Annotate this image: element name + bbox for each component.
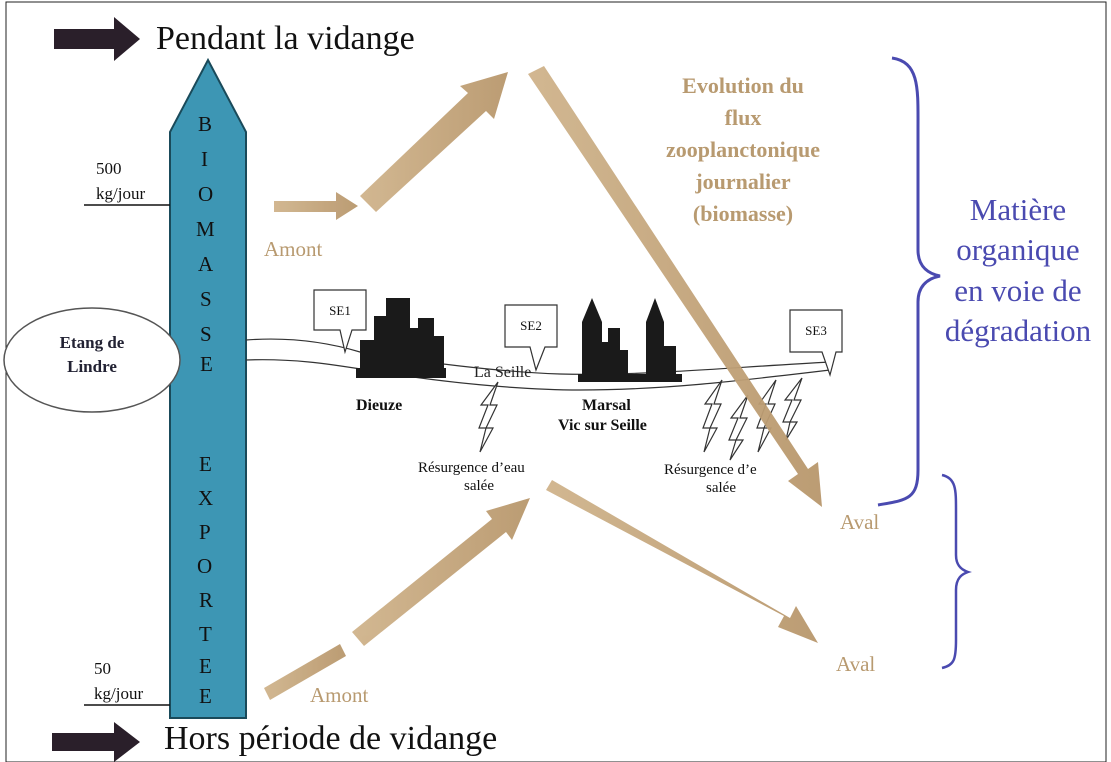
- town-vic-sur-seille: Vic sur Seille: [558, 417, 647, 434]
- column-letter: O: [198, 182, 214, 206]
- legend-label-during: Pendant la vidange: [156, 20, 415, 57]
- column-letter: S: [200, 287, 212, 311]
- frame-border: [5, 1, 1107, 762]
- column-letter: R: [199, 588, 214, 612]
- flow-label-aval-during: Aval: [840, 510, 880, 534]
- column-letter: T: [199, 622, 212, 646]
- diagram-title: Evolution du flux zooplanctonique journa…: [618, 70, 868, 229]
- resurgence-lightning-left-icon: [478, 381, 499, 453]
- column-letter: B: [198, 112, 213, 136]
- column-letter: X: [198, 486, 214, 510]
- column-letter: I: [201, 147, 208, 171]
- flux-arrow-outside-3: [546, 480, 818, 643]
- resurgence-right-line1: Résurgence d’e: [664, 462, 757, 478]
- column-letter: E: [199, 684, 212, 708]
- flow-label-amont-outside: Amont: [310, 683, 369, 707]
- pond-ellipse: [3, 307, 181, 413]
- column-letter: A: [198, 252, 214, 276]
- flux-path-during: [274, 66, 822, 507]
- title-line: journalier: [695, 168, 791, 194]
- flux-arrow-during-3: [528, 66, 822, 507]
- scale-value-low: 50: [94, 659, 111, 678]
- flux-arrow-outside-2: [352, 498, 530, 646]
- scale-unit-high: kg/jour: [96, 184, 146, 203]
- pond-label-line1: Etang de: [59, 333, 125, 352]
- scale-unit-low: kg/jour: [94, 684, 144, 703]
- flux-arrow-during-1: [274, 192, 358, 220]
- river-label: La Seille: [474, 364, 532, 381]
- resurgence-left-line1: Résurgence d’eau: [418, 460, 525, 476]
- river-bank-bottom: [245, 359, 831, 391]
- column-letter: E: [200, 352, 213, 376]
- resurgence-left-line2: salée: [464, 478, 494, 494]
- flow-label-aval-outside: Aval: [836, 652, 876, 676]
- title-line: flux: [724, 104, 762, 130]
- town-dieuze: Dieuze: [356, 397, 403, 414]
- column-letter: E: [199, 452, 212, 476]
- station-se2-callout: [504, 304, 558, 372]
- station-se1-callout: [313, 289, 367, 355]
- pond-label-line2: Lindre: [67, 357, 117, 376]
- column-letter: E: [199, 654, 212, 678]
- legend-label-outside: Hors période de vidange: [164, 720, 498, 757]
- column-letter: S: [200, 322, 212, 346]
- river-bank-top: [245, 338, 831, 375]
- flow-label-amont-during: Amont: [264, 237, 323, 261]
- flux-arrow-outside-1: [264, 644, 346, 700]
- bracket-label-line: en voie de: [954, 272, 1082, 308]
- bracket-label-line: dégradation: [944, 312, 1092, 348]
- marsal-skyline-icon: [578, 298, 682, 382]
- column-letter: P: [199, 520, 211, 544]
- scale-value-high: 500: [96, 159, 122, 178]
- dieuze-skyline-icon: [356, 298, 446, 378]
- station-se2-label: SE2: [520, 318, 542, 333]
- bracket-lower: [941, 473, 972, 670]
- resurgence-right-line2: salée: [706, 480, 736, 496]
- legend-arrow-during: [54, 17, 140, 61]
- column-letter: O: [197, 554, 213, 578]
- bracket-label-line: organique: [956, 232, 1080, 268]
- station-se3-label: SE3: [805, 323, 827, 338]
- town-marsal: Marsal: [582, 397, 631, 414]
- title-line: Evolution du: [682, 73, 804, 98]
- bracket-upper: [877, 56, 941, 507]
- flux-arrow-during-2: [360, 72, 508, 212]
- column-letter: M: [196, 217, 215, 241]
- legend-arrow-outside: [52, 722, 140, 762]
- bracket-label-line: Matière: [969, 192, 1067, 227]
- title-line: (biomasse): [692, 200, 794, 226]
- biomass-column: [169, 57, 247, 719]
- flux-path-outside: [264, 480, 818, 700]
- bracket-label: Matière organique en voie de dégradation: [918, 190, 1111, 351]
- title-line: zooplanctonique: [665, 136, 821, 162]
- station-se1-label: SE1: [329, 303, 351, 318]
- station-se3-callout: [789, 309, 843, 378]
